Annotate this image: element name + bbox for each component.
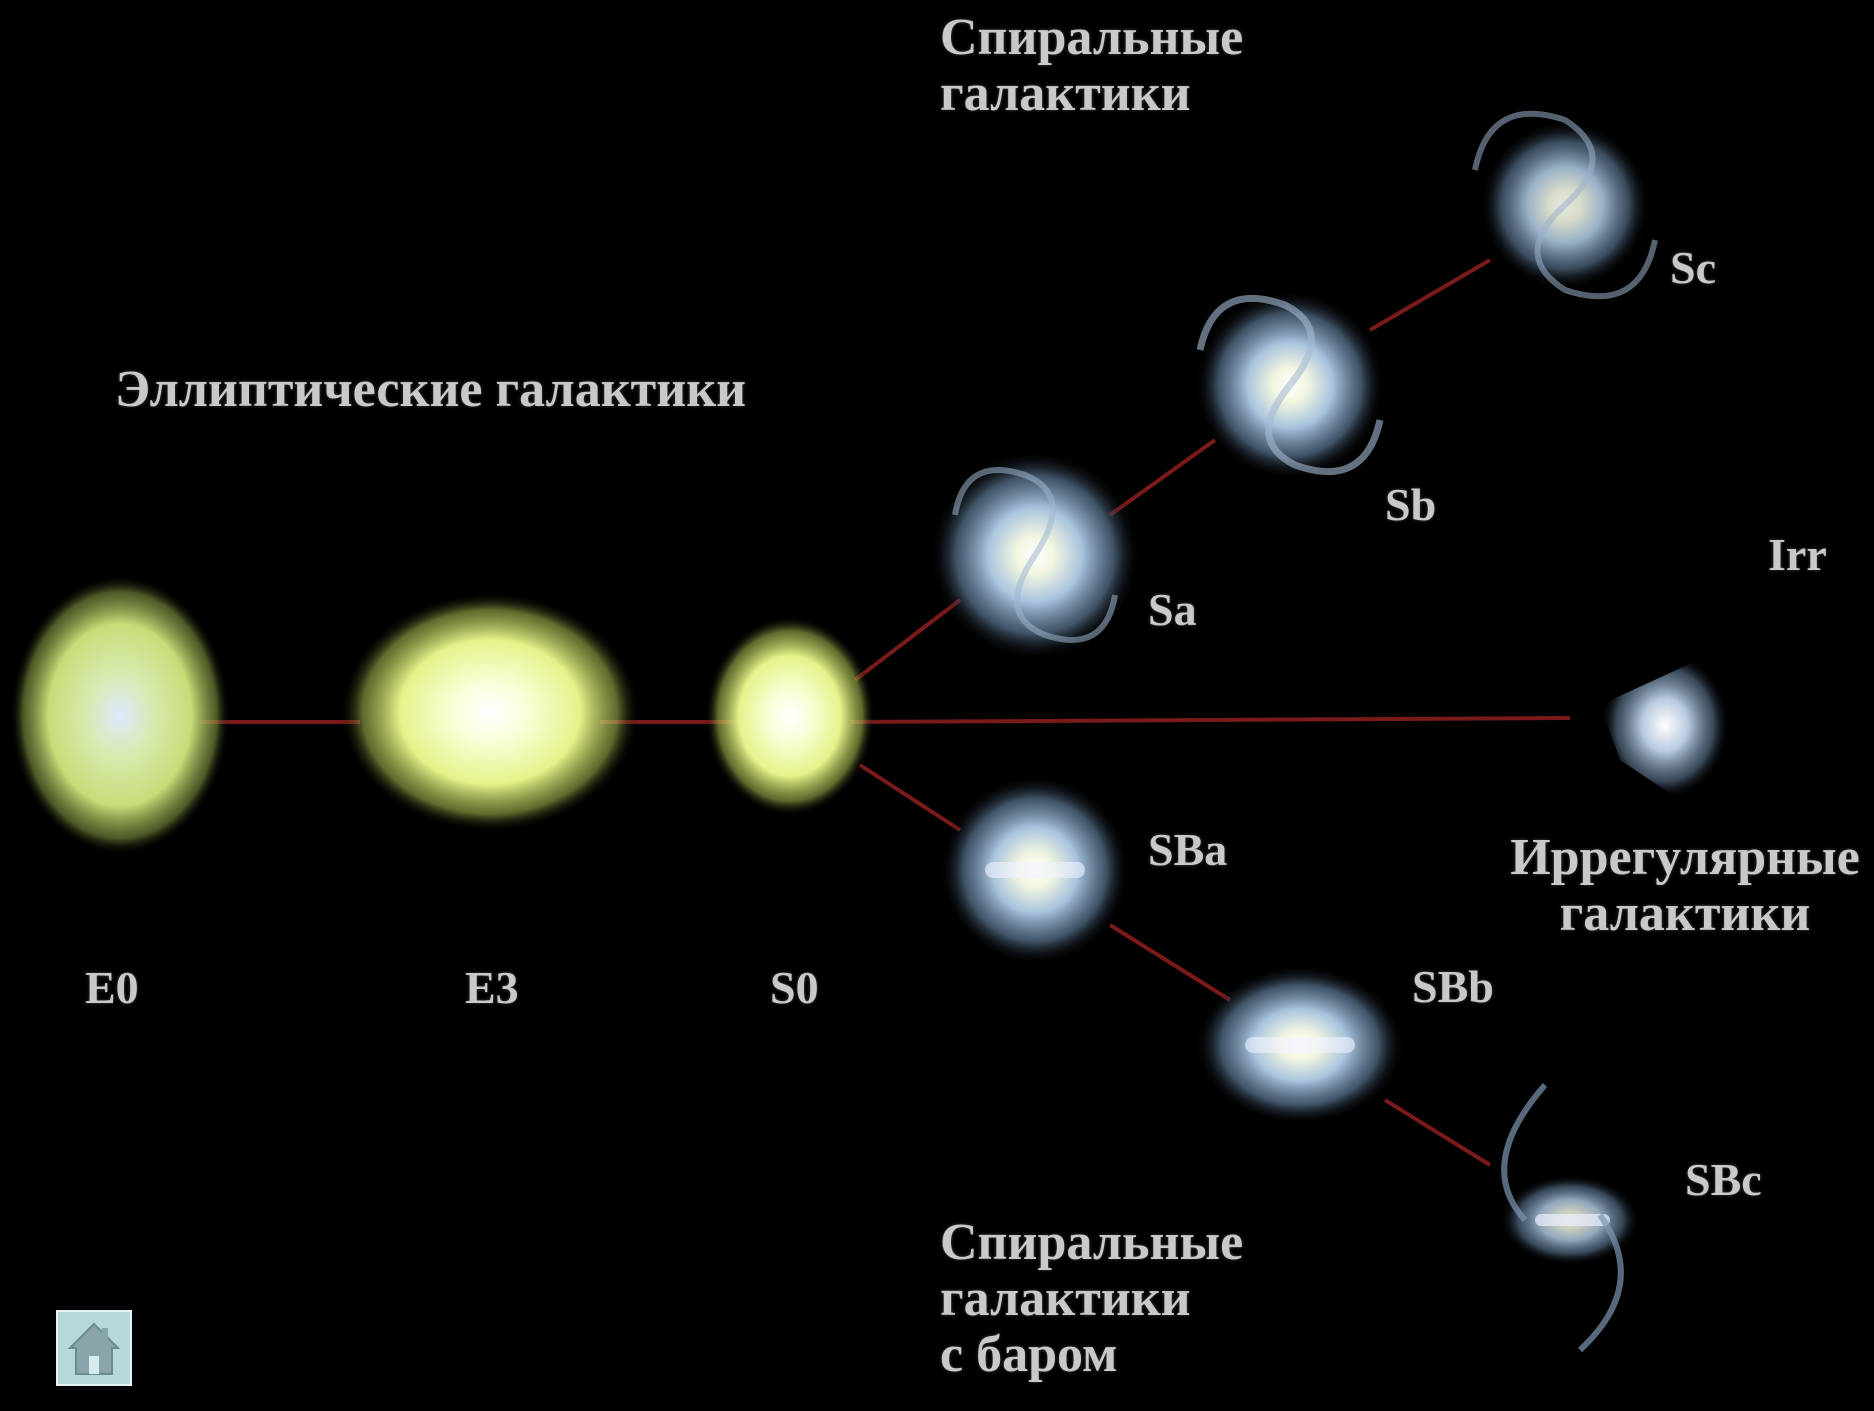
home-button[interactable] <box>56 1310 132 1386</box>
class-label-sbb: SBb <box>1412 961 1494 1012</box>
galaxy-sba <box>940 775 1130 965</box>
class-label-e3: E3 <box>465 962 519 1013</box>
galaxy-e0 <box>10 575 230 855</box>
class-label-sc: Sc <box>1670 242 1716 293</box>
connector-sb-sc <box>1368 258 1492 332</box>
connector-s0-sba <box>858 763 962 832</box>
galaxy-sbc <box>1500 1083 1640 1353</box>
class-label-irr: Irr <box>1768 529 1827 580</box>
connector-sba-sbb <box>1108 923 1232 1002</box>
connector-sbb-sbc <box>1383 1098 1492 1167</box>
irregular-galaxies-label: Иррегулярные галактики <box>1510 829 1860 943</box>
galaxy-sb <box>1195 290 1385 480</box>
galaxy-sbb <box>1195 965 1405 1125</box>
class-label-sba: SBa <box>1148 824 1228 875</box>
galaxy-irr <box>1600 650 1730 800</box>
galaxy-sc <box>1472 110 1658 300</box>
galaxy-s0 <box>705 616 875 816</box>
galaxy-e3 <box>340 592 640 832</box>
connector-sa-sb <box>1108 438 1217 517</box>
connector-s0-irr <box>849 716 1571 724</box>
home-icon <box>67 1322 121 1375</box>
class-label-sa: Sa <box>1148 584 1197 635</box>
class-label-s0: S0 <box>770 962 819 1013</box>
barred-spiral-galaxies-label: Спиральные галактики с баром <box>940 1214 1244 1384</box>
galaxy-sa <box>930 450 1140 660</box>
class-label-sbc: SBc <box>1685 1154 1762 1205</box>
spiral-galaxies-label: Спиральные галактики <box>940 9 1244 123</box>
elliptical-galaxies-label: Эллиптические галактики <box>115 361 747 418</box>
class-label-sb: Sb <box>1385 479 1437 530</box>
class-label-e0: E0 <box>85 962 139 1013</box>
connector-s0-sa <box>853 598 962 682</box>
